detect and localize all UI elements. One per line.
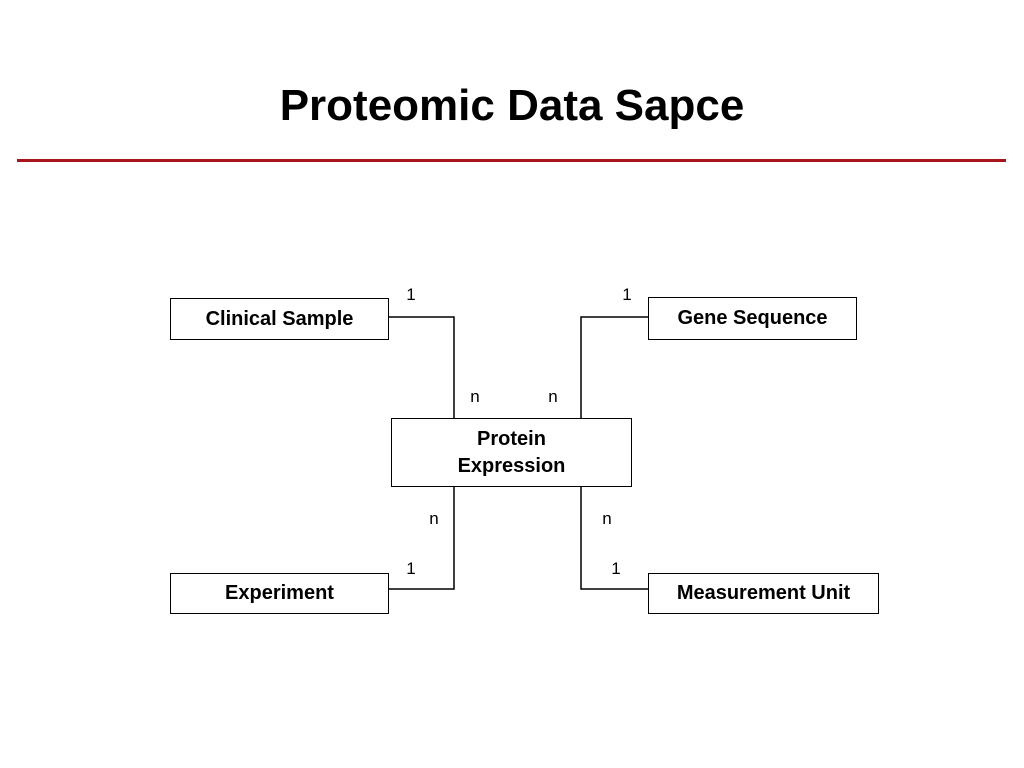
cardinality-gene-sequence-many: n	[548, 387, 558, 406]
entity-experiment: Experiment	[170, 573, 389, 614]
cardinality-experiment-one: 1	[406, 559, 416, 578]
entity-gene-sequence: Gene Sequence	[648, 297, 857, 340]
cardinality-clinical-sample-one: 1	[406, 285, 416, 304]
connector-measurement-unit	[580, 487, 649, 590]
entity-label: Measurement Unit	[676, 582, 851, 604]
entity-label-line1: Protein	[477, 427, 546, 450]
entity-label: Gene Sequence	[677, 307, 828, 329]
entity-label-line2: Expression	[457, 454, 566, 477]
connector-clinical-sample	[389, 316, 455, 418]
title-divider	[17, 159, 1006, 162]
entity-label: Clinical Sample	[205, 307, 354, 330]
cardinality-measurement-unit-one: 1	[611, 559, 621, 578]
cardinality-gene-sequence-one: 1	[622, 285, 632, 304]
slide-title: Proteomic Data Sapce	[279, 81, 745, 130]
connector-gene-sequence	[580, 316, 649, 418]
cardinality-measurement-unit-many: n	[602, 509, 612, 528]
connector-experiment	[389, 487, 455, 590]
entity-label: Experiment	[225, 582, 334, 604]
entity-protein-expression: Protein Expression	[391, 418, 632, 487]
entity-clinical-sample: Clinical Sample	[170, 298, 389, 340]
cardinality-clinical-sample-many: n	[470, 387, 480, 406]
cardinality-experiment-many: n	[429, 509, 439, 528]
entity-measurement-unit: Measurement Unit	[648, 573, 879, 614]
